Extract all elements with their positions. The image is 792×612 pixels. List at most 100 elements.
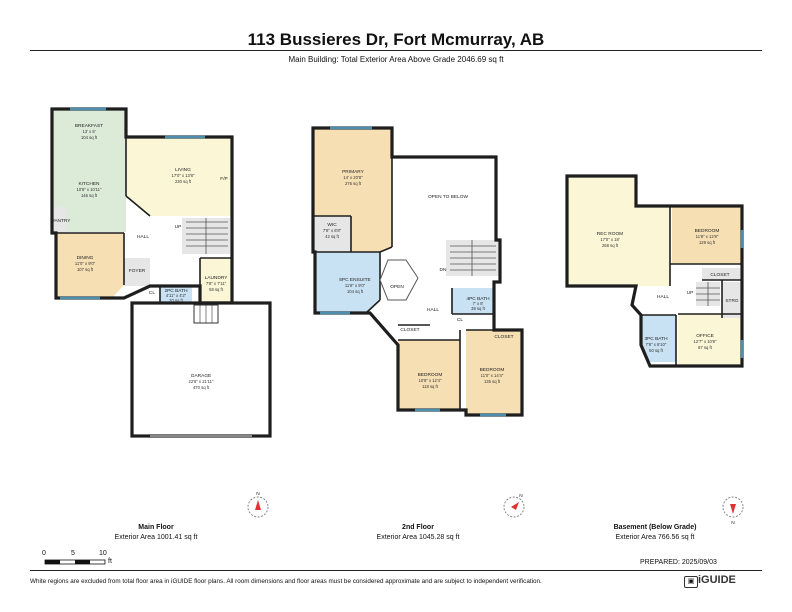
- svg-text:104 sq ft: 104 sq ft: [81, 135, 98, 140]
- label-bedroom-b: BEDROOM: [695, 228, 720, 234]
- page-title: 113 Bussieres Dr, Fort Mcmurray, AB: [247, 30, 545, 49]
- svg-text:20 sq ft: 20 sq ft: [169, 298, 184, 303]
- svg-text:22'8" x 21'11": 22'8" x 21'11": [189, 379, 214, 384]
- room-4pc-bath: [452, 288, 494, 314]
- room-foyer: [124, 258, 150, 286]
- svg-text:58 sq ft: 58 sq ft: [209, 287, 224, 292]
- label-dining: DINING: [77, 255, 94, 261]
- label-wic: WIC: [327, 222, 337, 228]
- main-floor-walls: [50, 107, 234, 305]
- svg-text:F/P: F/P: [220, 176, 227, 182]
- scale-unit: ft: [108, 558, 112, 565]
- label-garage: GARAGE: [191, 373, 212, 379]
- svg-text:OPEN TO BELOW: OPEN TO BELOW: [428, 194, 469, 200]
- svg-text:7'8" x 6'8": 7'8" x 6'8": [323, 228, 342, 233]
- svg-text:107 sq ft: 107 sq ft: [77, 267, 94, 272]
- svg-text:11'8" x 9'0": 11'8" x 9'0": [345, 283, 366, 288]
- svg-text:11'8" x 12'8": 11'8" x 12'8": [696, 234, 719, 239]
- svg-text:FOYER: FOYER: [129, 268, 146, 274]
- label-laundry: LAUNDRY: [205, 275, 229, 281]
- floor-caption-basement: Basement (Below Grade): [613, 524, 697, 531]
- svg-text:135 sq ft: 135 sq ft: [484, 379, 501, 384]
- scale-tick-5: 5: [71, 550, 75, 557]
- floor-caption-main: Main Floor: [138, 524, 174, 531]
- label-4pc-bath: 4PC BATH: [466, 296, 490, 302]
- compass-icon: N: [503, 493, 525, 518]
- label-rec-room: REC ROOM: [597, 231, 623, 237]
- room-wic: [313, 216, 351, 252]
- second-floor-plan: PRIMARY 14' x 20'8" 276 sq ft WIC 7'8" x…: [311, 126, 524, 417]
- svg-text:OPEN: OPEN: [390, 284, 404, 290]
- main-floor-plan: BREAKFAST 13' x 8' 104 sq ft KITCHEN 10'…: [50, 107, 272, 438]
- label-kitchen: KITCHEN: [78, 181, 100, 187]
- svg-text:104 sq ft: 104 sq ft: [347, 289, 364, 294]
- room-strg: [722, 282, 742, 318]
- svg-text:230 sq ft: 230 sq ft: [175, 179, 192, 184]
- svg-text:HALL: HALL: [427, 307, 439, 313]
- compass-icon: N: [247, 491, 269, 518]
- floor-area-2nd: Exterior Area 1045.28 sq ft: [376, 534, 460, 541]
- room-3pc-bath: [641, 315, 676, 362]
- label-bedroom-2b: BEDROOM: [480, 367, 505, 373]
- room-garage: [130, 301, 272, 438]
- svg-text:10'8" x 12'4": 10'8" x 12'4": [419, 378, 442, 383]
- floor-caption-2nd: 2nd Floor: [402, 524, 434, 531]
- compass-icon: N: [722, 496, 744, 526]
- footer-divider: [30, 570, 762, 571]
- page-subtitle: Main Building: Total Exterior Area Above…: [288, 55, 504, 64]
- svg-text:11'0" x 14'4": 11'0" x 14'4": [481, 373, 504, 378]
- svg-text:12'7" x 10'8": 12'7" x 10'8": [694, 339, 717, 344]
- svg-text:HALL: HALL: [657, 294, 669, 300]
- room-2pc-bath: [160, 286, 192, 303]
- basement-plan: REC ROOM 17'0" x 18' 268 sq ft BEDROOM 1…: [565, 174, 744, 368]
- svg-text:129 sq ft: 129 sq ft: [699, 240, 716, 245]
- room-closet-b: [702, 268, 740, 280]
- svg-text:7' x 8': 7' x 8': [473, 301, 484, 306]
- disclaimer-text: White regions are excluded from total fl…: [30, 578, 542, 585]
- svg-text:38 sq ft: 38 sq ft: [471, 306, 486, 311]
- svg-text:276 sq ft: 276 sq ft: [345, 181, 362, 186]
- svg-text:CL: CL: [149, 290, 155, 296]
- svg-text:7'8" x 6'10": 7'8" x 6'10": [646, 342, 667, 347]
- brand-logo: iGUIDE: [698, 574, 736, 586]
- svg-text:DN: DN: [440, 267, 447, 273]
- label-bedroom-2a: BEDROOM: [418, 372, 443, 378]
- svg-text:17'0" x 18': 17'0" x 18': [600, 237, 619, 242]
- room-living: [126, 137, 232, 216]
- svg-text:50 sq ft: 50 sq ft: [649, 348, 664, 353]
- room-bedroom-2a: [398, 340, 460, 410]
- svg-text:STRG: STRG: [725, 298, 739, 304]
- room-bedroom-2b: [466, 330, 522, 415]
- room-rec-room: [567, 176, 670, 286]
- svg-text:HALL: HALL: [137, 234, 149, 240]
- svg-text:17'0" x 13'8": 17'0" x 13'8": [172, 173, 195, 178]
- room-bedroom-b: [672, 206, 742, 264]
- floor-area-basement: Exterior Area 766.56 sq ft: [615, 534, 695, 541]
- svg-text:CL: CL: [457, 317, 463, 323]
- svg-text:UP: UP: [175, 224, 182, 230]
- svg-text:11'0" x 9'0": 11'0" x 9'0": [75, 261, 96, 266]
- room-pantry: [52, 207, 66, 233]
- svg-text:UP: UP: [687, 290, 694, 296]
- label-primary: PRIMARY: [342, 169, 365, 175]
- svg-text:118 sq ft: 118 sq ft: [422, 384, 439, 389]
- svg-text:87 sq ft: 87 sq ft: [698, 345, 713, 350]
- svg-text:10'8" x 10'11": 10'8" x 10'11": [77, 187, 102, 192]
- scale-bar: [44, 559, 106, 565]
- label-2pc-bath: 2PC BATH: [164, 288, 188, 294]
- svg-text:N: N: [519, 493, 523, 499]
- svg-text:N: N: [731, 520, 735, 526]
- scale-tick-0: 0: [42, 550, 46, 557]
- svg-text:42 sq ft: 42 sq ft: [325, 234, 340, 239]
- svg-text:CLOSET: CLOSET: [710, 272, 729, 278]
- basement-walls: [565, 174, 744, 368]
- svg-text:146 sq ft: 146 sq ft: [81, 193, 98, 198]
- svg-text:CLOSET: CLOSET: [400, 327, 419, 333]
- label-3pc-bath: 3PC BATH: [644, 336, 668, 342]
- floor-area-main: Exterior Area 1001.41 sq ft: [114, 534, 198, 541]
- svg-text:4'11" x 4'2": 4'11" x 4'2": [166, 293, 187, 298]
- room-breakfast: [52, 109, 126, 155]
- svg-text:13' x 8': 13' x 8': [82, 129, 95, 134]
- room-office: [678, 314, 742, 366]
